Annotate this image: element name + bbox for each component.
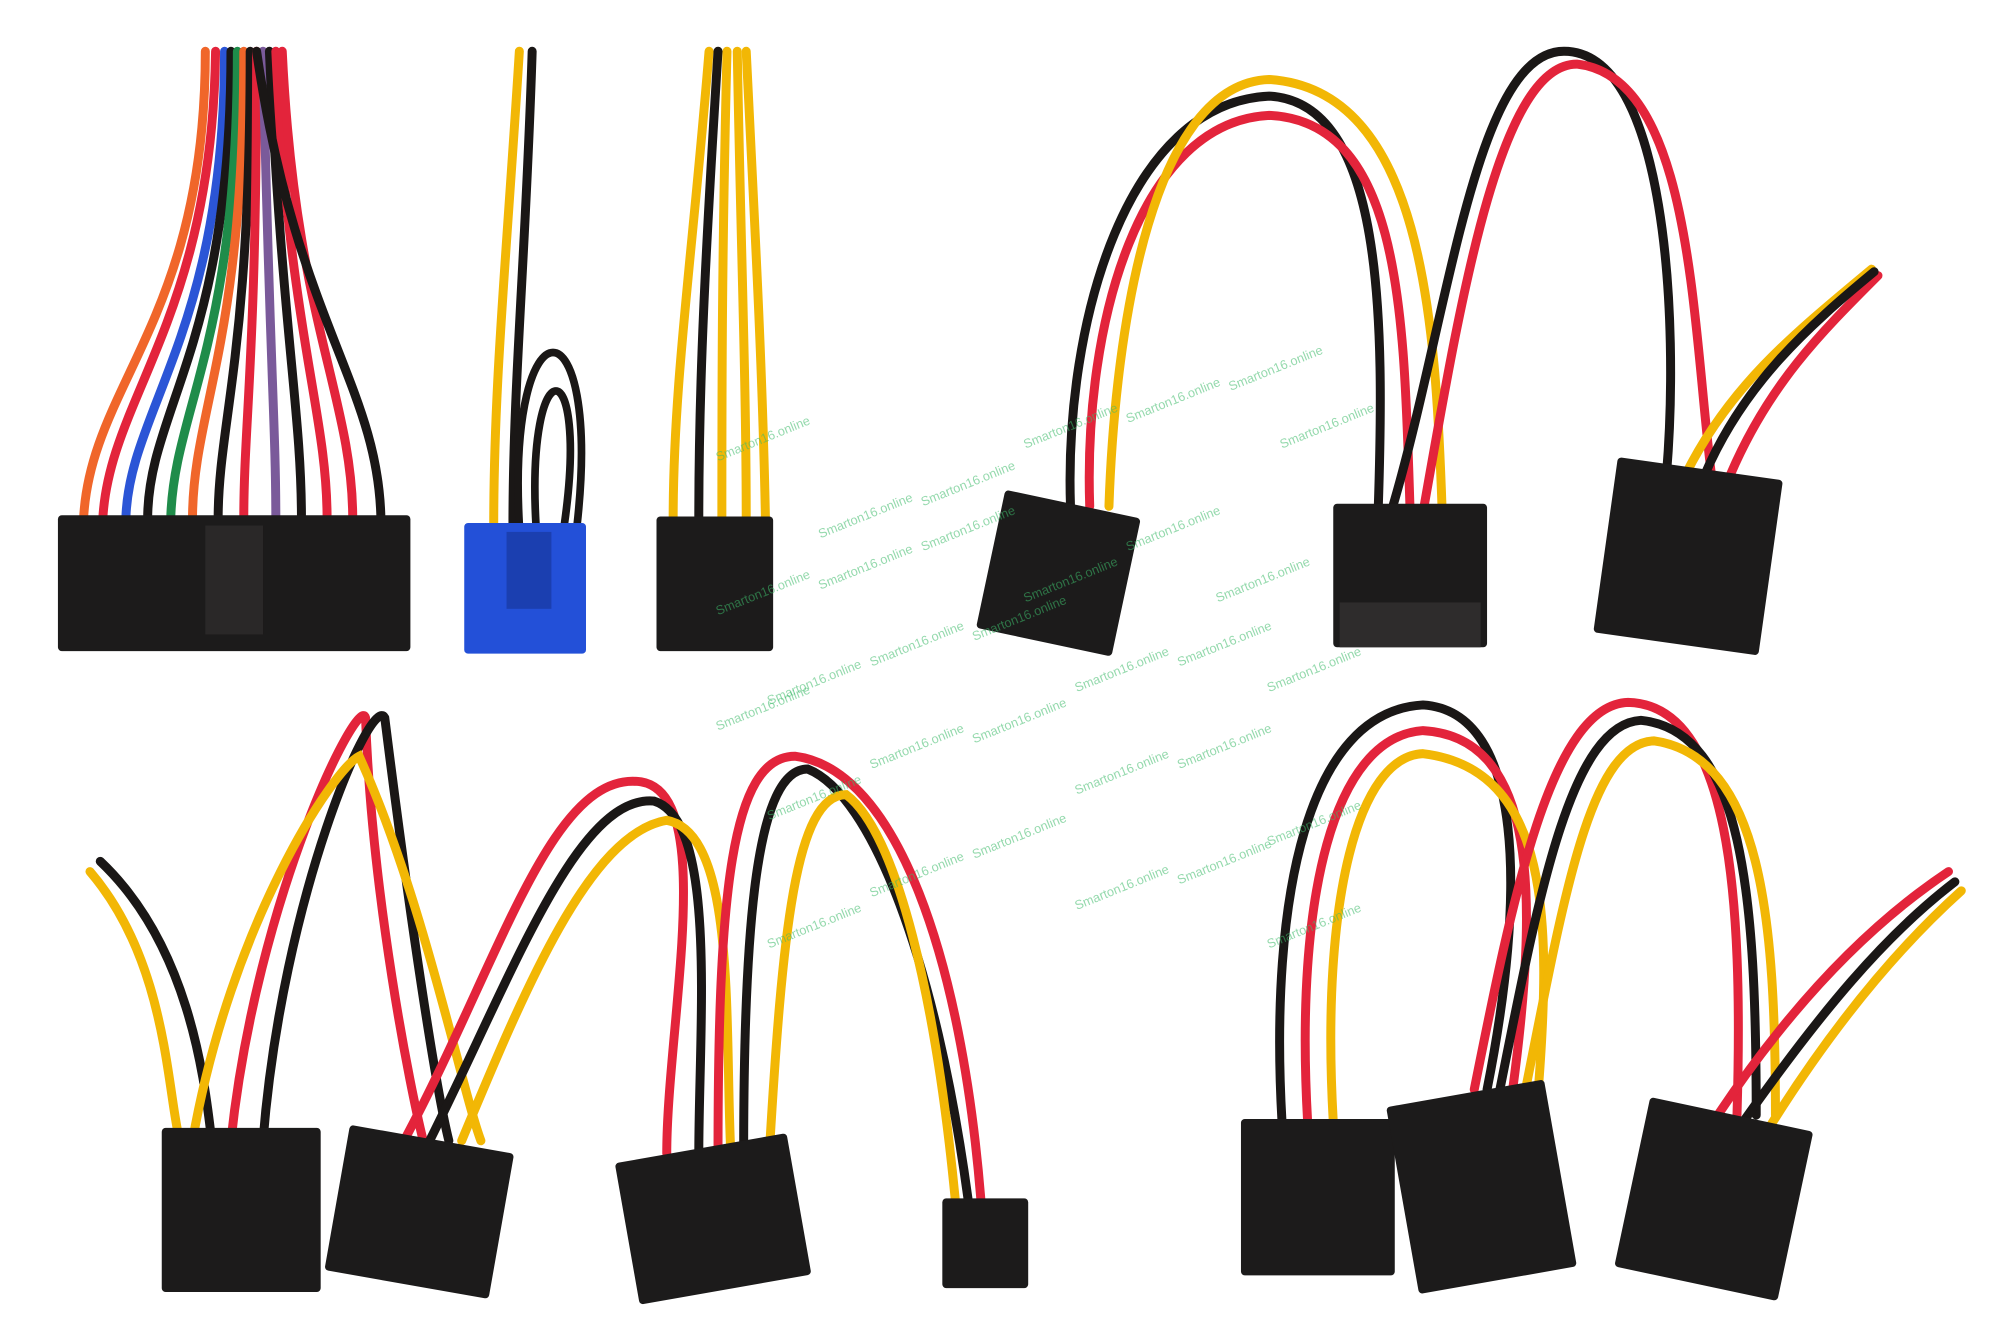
watermark-text: Smarton16.online — [1124, 374, 1223, 425]
watermark-text: Smarton16.online — [970, 810, 1069, 861]
watermark-text: Smarton16.online — [867, 720, 966, 771]
watermark-text: Smarton16.online — [1277, 400, 1376, 451]
watermark-text: Smarton16.online — [919, 458, 1018, 509]
atx-24pin-cable — [57, 46, 411, 652]
sata-chain-1-cable — [976, 46, 1883, 656]
watermark-text: Smarton16.online — [1175, 720, 1274, 771]
molex-floppy-chain-cable — [85, 711, 1029, 1305]
sata-chain-2-cable — [1240, 697, 1966, 1301]
eps-8pin-cable — [656, 46, 774, 652]
watermark-text: Smarton16.online — [1175, 618, 1274, 669]
watermark-text: Smarton16.online — [765, 900, 864, 951]
watermark-text: Smarton16.online — [1213, 554, 1312, 605]
watermark-text: Smarton16.online — [765, 656, 864, 707]
pcie-8pin-cable — [464, 46, 587, 654]
watermark-text: Smarton16.online — [1226, 342, 1325, 393]
watermark-text: Smarton16.online — [1175, 836, 1274, 887]
watermark-text: Smarton16.online — [1265, 643, 1364, 694]
watermark-layer: Smarton16.onlineSmarton16.onlineSmarton1… — [714, 342, 1377, 951]
watermark-text: Smarton16.online — [970, 695, 1069, 746]
watermark-text: Smarton16.online — [867, 618, 966, 669]
watermark-text: Smarton16.online — [816, 541, 915, 592]
watermark-text: Smarton16.online — [816, 490, 915, 541]
watermark-text: Smarton16.online — [1072, 861, 1171, 912]
watermark-text: Smarton16.online — [1072, 746, 1171, 797]
